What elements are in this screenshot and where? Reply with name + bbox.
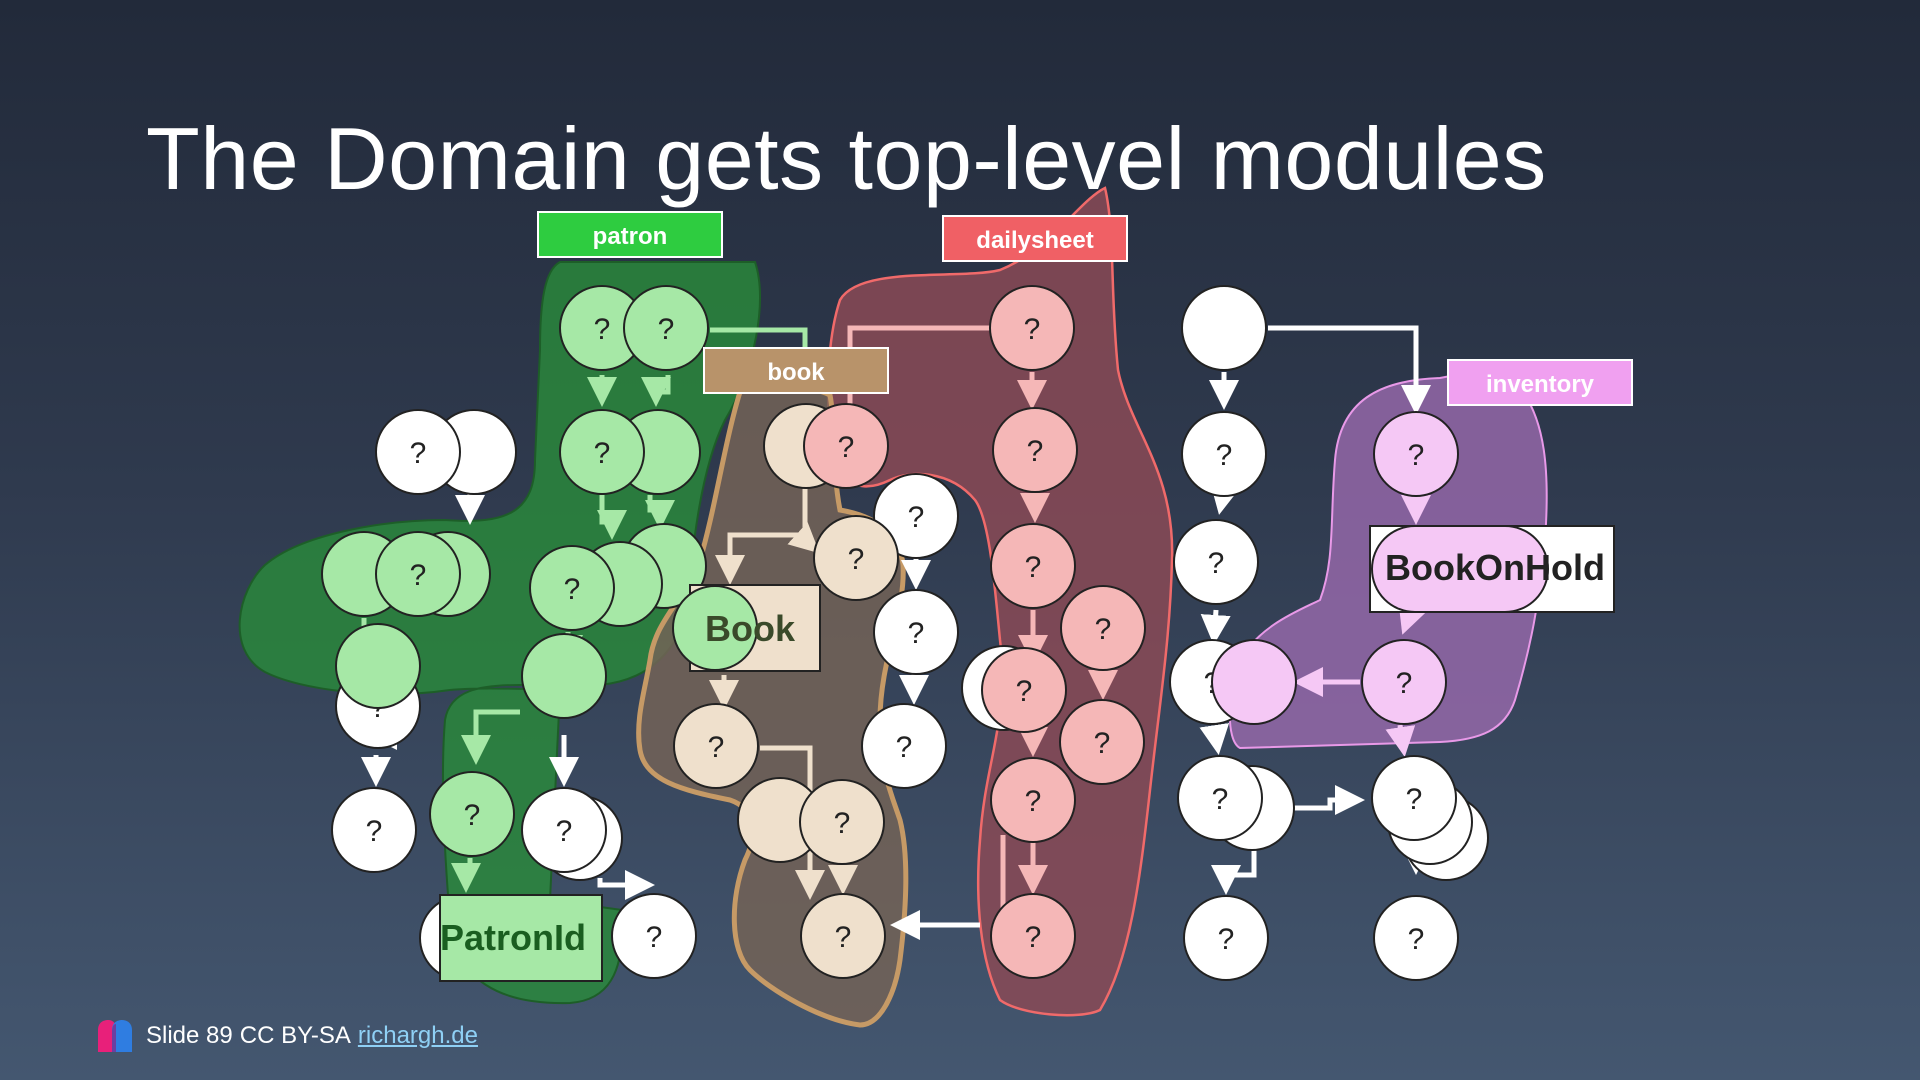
dailysheet-node: ? bbox=[992, 407, 1078, 493]
svg-text:?: ? bbox=[564, 573, 581, 606]
svg-text:?: ? bbox=[1408, 923, 1425, 956]
unassigned-node: ? bbox=[611, 893, 697, 979]
dailysheet-node: ? bbox=[803, 403, 889, 489]
svg-text:?: ? bbox=[1094, 727, 1111, 760]
patron-nodes: ?????? bbox=[321, 285, 709, 857]
unassigned-node: ? bbox=[331, 787, 417, 873]
patron-id-node: PatronId bbox=[419, 894, 603, 982]
unassigned-node: ? bbox=[1373, 895, 1459, 981]
unassigned-node bbox=[1181, 285, 1267, 371]
svg-text:?: ? bbox=[646, 921, 663, 954]
license-text: CC BY-SA bbox=[239, 1022, 351, 1049]
svg-text:inventory: inventory bbox=[1486, 371, 1595, 398]
module-label-dailysheet: dailysheet bbox=[942, 215, 1128, 262]
book-node: ? bbox=[799, 779, 885, 865]
svg-text:?: ? bbox=[556, 815, 573, 848]
book-node: Book bbox=[672, 584, 821, 672]
unassigned-node: ? bbox=[1183, 895, 1269, 981]
dailysheet-node: ? bbox=[1060, 585, 1146, 671]
dailysheet-node: ? bbox=[981, 647, 1067, 733]
book-label: Book bbox=[705, 608, 796, 649]
dailysheet-nodes: ????????? bbox=[803, 285, 1146, 979]
slide-number: Slide 89 bbox=[146, 1022, 233, 1049]
svg-text:?: ? bbox=[1024, 313, 1041, 346]
slide-title: The Domain gets top-level modules bbox=[146, 109, 1547, 208]
unassigned-node: ? bbox=[375, 409, 461, 495]
svg-text:?: ? bbox=[1025, 785, 1042, 818]
svg-text:?: ? bbox=[896, 731, 913, 764]
patron-id-label: PatronId bbox=[440, 917, 586, 958]
svg-text:?: ? bbox=[1396, 667, 1413, 700]
module-label-book: book bbox=[703, 347, 889, 394]
dailysheet-node: ? bbox=[990, 893, 1076, 979]
book-node: ? bbox=[673, 703, 759, 789]
svg-text:?: ? bbox=[1408, 439, 1425, 472]
inventory-node: ? bbox=[1361, 639, 1447, 725]
dailysheet-region bbox=[826, 186, 1174, 1017]
unassigned-node: ? bbox=[1173, 519, 1259, 605]
svg-text:?: ? bbox=[1208, 547, 1225, 580]
svg-text:?: ? bbox=[908, 617, 925, 650]
unassigned-node: ? bbox=[873, 589, 959, 675]
svg-text:?: ? bbox=[366, 815, 383, 848]
svg-text:?: ? bbox=[1025, 921, 1042, 954]
patron-node: ? bbox=[623, 285, 709, 371]
svg-text:patron: patron bbox=[593, 223, 668, 250]
module-label-patron: patron bbox=[537, 211, 723, 258]
svg-text:book: book bbox=[767, 359, 825, 386]
svg-text:?: ? bbox=[410, 437, 427, 470]
edges-book bbox=[709, 485, 858, 900]
unassigned-node: ? bbox=[861, 703, 947, 789]
patron-node: ? bbox=[429, 771, 515, 857]
inventory-nodes: ?? bbox=[1211, 411, 1459, 725]
book-node: ? bbox=[800, 893, 886, 979]
richargh-logo-icon bbox=[98, 1020, 132, 1052]
unassigned-node: ? bbox=[1177, 755, 1263, 841]
patron-node: ? bbox=[529, 545, 615, 631]
slide-footer: Slide 89 CC BY-SA richargh.de bbox=[96, 1018, 478, 1054]
unassigned-node: ? bbox=[521, 787, 607, 873]
svg-text:?: ? bbox=[464, 799, 481, 832]
unassigned-node: ? bbox=[1181, 411, 1267, 497]
unassigned-nodes: ???????????????? bbox=[331, 285, 1489, 981]
book-on-hold-label: BookOnHold bbox=[1385, 547, 1605, 588]
book-on-hold-node: BookOnHold bbox=[1369, 525, 1615, 613]
inventory-node bbox=[1211, 639, 1297, 725]
svg-text:dailysheet: dailysheet bbox=[976, 227, 1093, 254]
svg-text:?: ? bbox=[594, 437, 611, 470]
svg-text:?: ? bbox=[1095, 613, 1112, 646]
patron-node bbox=[521, 633, 607, 719]
svg-text:?: ? bbox=[1027, 435, 1044, 468]
unassigned-node: ? bbox=[873, 473, 959, 559]
svg-text:?: ? bbox=[594, 313, 611, 346]
svg-text:?: ? bbox=[1025, 551, 1042, 584]
module-label-inventory: inventory bbox=[1447, 359, 1633, 406]
patron-node bbox=[335, 623, 421, 709]
svg-text:?: ? bbox=[1216, 439, 1233, 472]
patron-node: ? bbox=[559, 409, 645, 495]
dailysheet-node: ? bbox=[1059, 699, 1145, 785]
svg-text:?: ? bbox=[835, 921, 852, 954]
svg-text:?: ? bbox=[1218, 923, 1235, 956]
svg-text:?: ? bbox=[410, 559, 427, 592]
author-link[interactable]: richargh.de bbox=[357, 1022, 478, 1049]
svg-text:?: ? bbox=[908, 501, 925, 534]
svg-text:?: ? bbox=[1406, 783, 1423, 816]
inventory-node: ? bbox=[1373, 411, 1459, 497]
dailysheet-node: ? bbox=[990, 757, 1076, 843]
svg-text:?: ? bbox=[848, 543, 865, 576]
svg-text:?: ? bbox=[708, 731, 725, 764]
svg-text:?: ? bbox=[1212, 783, 1229, 816]
unassigned-node: ? bbox=[1371, 755, 1457, 841]
svg-text:?: ? bbox=[834, 807, 851, 840]
book-node: ? bbox=[813, 515, 899, 601]
svg-text:?: ? bbox=[838, 431, 855, 464]
dailysheet-node: ? bbox=[990, 523, 1076, 609]
svg-text:?: ? bbox=[658, 313, 675, 346]
dailysheet-node: ? bbox=[989, 285, 1075, 371]
patron-node: ? bbox=[375, 531, 461, 617]
svg-text:?: ? bbox=[1016, 675, 1033, 708]
